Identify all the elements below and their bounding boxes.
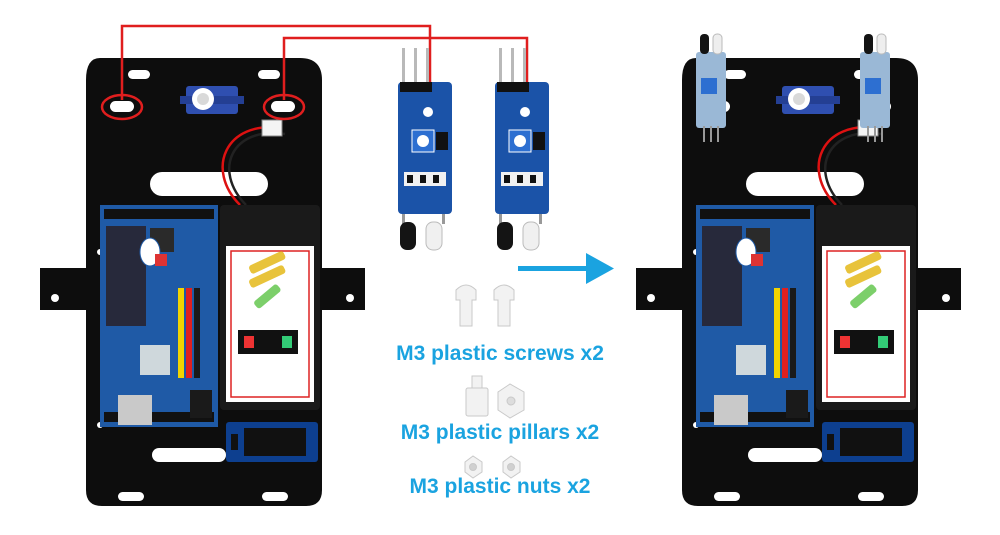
ir-sensor-mounted-left (696, 34, 726, 142)
plastic-pillars (466, 376, 524, 418)
base-plate-assembly-before (40, 58, 365, 506)
plastic-screws (456, 285, 514, 326)
ir-sensor-module-2 (495, 48, 549, 250)
label-plastic-screws: M3 plastic screws x2 (330, 342, 670, 366)
ir-sensor-mounted-right (860, 34, 890, 142)
ir-sensor-module-1 (398, 48, 452, 250)
base-plate-assembly-after (636, 58, 961, 506)
label-plastic-nuts: M3 plastic nuts x2 (330, 475, 670, 499)
arrow-right-icon (518, 253, 614, 284)
label-plastic-pillars: M3 plastic pillars x2 (330, 421, 670, 445)
